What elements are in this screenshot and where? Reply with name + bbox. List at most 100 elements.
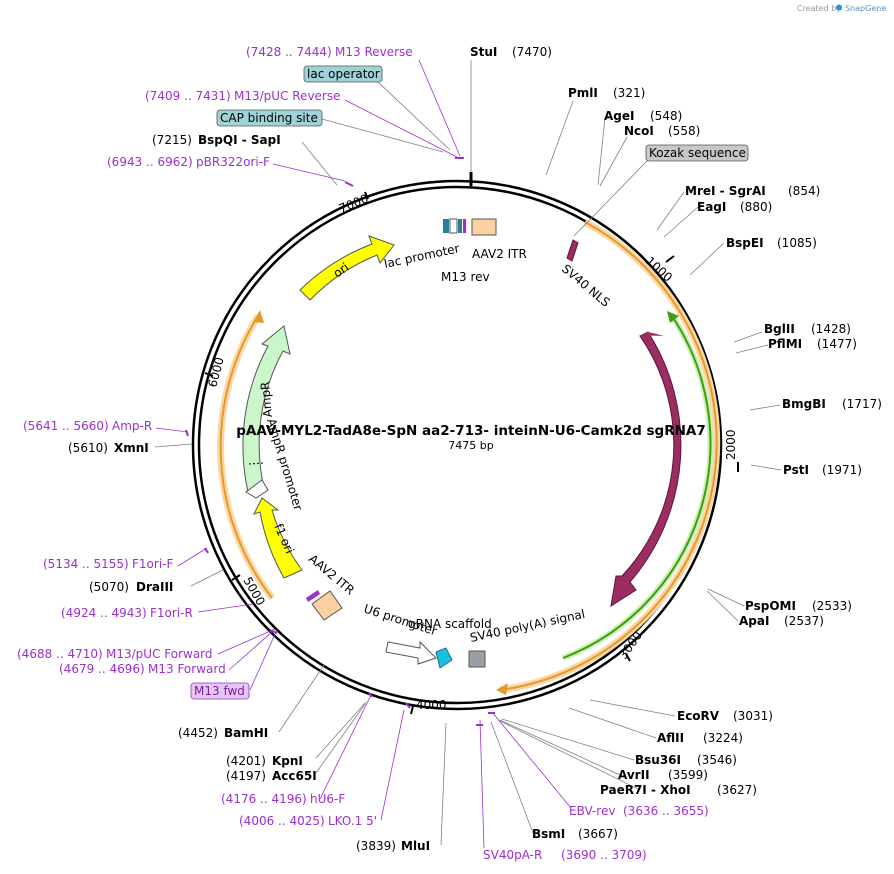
enzyme-bspei-pos: (1085) xyxy=(777,236,817,250)
plasmid-size: 7475 bp xyxy=(448,439,493,452)
m13-rev-block xyxy=(463,219,466,233)
sv40-polya-box xyxy=(468,650,486,668)
primer-sv40pa-r-range: (3690 .. 3709) xyxy=(561,848,647,862)
brand-text: SnapGene xyxy=(845,4,886,13)
lac-promoter-block xyxy=(449,218,458,234)
enzyme-pflmi: PflMI xyxy=(768,337,802,351)
enzyme-mlui-pos: (3839) xyxy=(356,839,396,853)
primer-pbr322ori-f-range: (6943 .. 6962) xyxy=(107,155,193,169)
enzyme-bsu36i: Bsu36I xyxy=(635,753,681,767)
primer-ebv-rev-range: (3636 .. 3655) xyxy=(623,804,709,818)
feature-leader-lines xyxy=(321,81,649,237)
m13-fwd-badge xyxy=(190,682,250,700)
enzyme-eagi: EagI xyxy=(697,200,726,214)
cas9-label: Cas9(N) xyxy=(679,441,701,491)
enzyme-aflii: AflII xyxy=(657,731,684,745)
enzyme-apai-pos: (2537) xyxy=(784,614,824,628)
enzyme-bsu36i-pos: (3546) xyxy=(697,753,737,767)
primer-hu6-f: hU6-F xyxy=(310,792,345,806)
primer-lko1: LKO.1 5' xyxy=(328,814,377,828)
enzyme-pspomi-pos: (2533) xyxy=(812,599,852,613)
enzyme-acc65i-pos: (4197) xyxy=(226,769,266,783)
enzyme-leader-lines xyxy=(154,60,782,846)
tick-label-7000: 7000 xyxy=(337,191,371,215)
enzyme-stui: StuI xyxy=(470,45,497,59)
primer-amp-r-range: (5641 .. 5660) xyxy=(23,419,109,433)
enzyme-bsmi: BsmI xyxy=(532,827,565,841)
enzyme-avrii-pos: (3599) xyxy=(668,768,708,782)
snapgene-logo-icon xyxy=(836,4,842,11)
green-arc xyxy=(562,315,712,659)
enzyme-xmni-pos: (5610) xyxy=(68,441,108,455)
enzyme-kpni: KpnI xyxy=(272,754,303,768)
enzyme-psti: PstI xyxy=(783,463,809,477)
grna-scaffold-arrow xyxy=(435,647,453,669)
aav2-itr-top-box xyxy=(471,218,497,236)
orange-arc-left xyxy=(219,315,273,599)
tick-label-6000: 6000 xyxy=(205,356,226,389)
enzyme-bmgbi: BmgBI xyxy=(782,397,826,411)
primer-m13puc-reverse-range: (7409 .. 7431) xyxy=(145,89,231,103)
m13-rev-label: M13 rev xyxy=(441,270,490,284)
enzyme-draiii-pos: (5070) xyxy=(89,580,129,594)
backbone-outer xyxy=(191,179,723,711)
enzyme-agei-pos: (548) xyxy=(650,109,682,123)
enzyme-pflmi-pos: (1477) xyxy=(817,337,857,351)
enzyme-avrii: AvrII xyxy=(618,768,650,782)
primer-f1ori-r: F1ori-R xyxy=(150,606,193,620)
aav2-itr-left-box xyxy=(311,590,343,621)
primer-markers xyxy=(185,157,495,726)
enzyme-kpni-pos: (4201) xyxy=(226,754,266,768)
tick-label-4000: 4000 xyxy=(416,698,447,712)
ampr-promoter-arrow xyxy=(245,479,269,499)
primer-lko1-range: (4006 .. 4025) xyxy=(239,814,325,828)
sv40-nls-arrow xyxy=(566,239,579,262)
enzyme-agei: AgeI xyxy=(604,109,634,123)
enzyme-aflii-pos: (3224) xyxy=(703,731,743,745)
primer-m13puc-forward-range: (4688 .. 4710) xyxy=(17,647,103,661)
lac-operator-badge xyxy=(303,65,383,83)
green-arc-arrowhead xyxy=(667,311,679,323)
primer-f1ori-r-range: (4924 .. 4943) xyxy=(61,606,147,620)
enzyme-mrei-sgrai-pos: (854) xyxy=(788,184,820,198)
enzyme-acc65i: Acc65I xyxy=(272,769,317,783)
enzyme-pspomi: PspOMI xyxy=(745,599,796,613)
primer-hu6-f-range: (4176 .. 4196) xyxy=(221,792,307,806)
aav2-itr-top-label: AAV2 ITR xyxy=(472,247,527,261)
primer-ebv-rev: EBV-rev xyxy=(569,804,615,818)
enzyme-psti-pos: (1971) xyxy=(822,463,862,477)
tick-label-2000: 2000 xyxy=(724,429,738,460)
primer-m13puc-forward: M13/pUC Forward xyxy=(106,647,213,661)
enzyme-bspei: BspEI xyxy=(726,236,764,250)
primer-f1ori-f: F1ori-F xyxy=(132,557,173,571)
enzyme-bglii-pos: (1428) xyxy=(811,322,851,336)
enzyme-pmli: PmlI xyxy=(568,86,598,100)
orange-arc-left-arrowhead xyxy=(253,310,264,323)
enzyme-ecorv: EcoRV xyxy=(677,709,720,723)
grna-scaffold-label: gRNA scaffold xyxy=(408,617,492,631)
enzyme-apai: ApaI xyxy=(739,614,769,628)
primer-m13-reverse-range: (7428 .. 7444) xyxy=(246,45,332,59)
lac-operator-label: lac operator xyxy=(307,67,380,81)
enzyme-bamhi: BamHI xyxy=(224,726,268,740)
enzyme-bglii: BglII xyxy=(764,322,795,336)
kozak-label: Kozak sequence xyxy=(649,146,746,160)
primer-m13-forward: M13 Forward xyxy=(148,662,226,676)
enzyme-xmni: XmnI xyxy=(114,441,149,455)
ampr-label: AmpR xyxy=(258,381,275,418)
cas9-arrow-top xyxy=(640,332,664,336)
u6-promoter-arrow xyxy=(385,640,437,665)
cap-site-block xyxy=(443,219,449,233)
enzyme-ncoi: NcoI xyxy=(624,124,654,138)
enzyme-bspqi-sapi: BspQI - SapI xyxy=(198,133,281,147)
primer-f1ori-f-range: (5134 .. 5155) xyxy=(43,557,129,571)
sv40-nls-label: SV40 NLS xyxy=(559,262,613,310)
enzyme-mlui: MluI xyxy=(401,839,430,853)
aav2-itr-left-label: AAV2 ITR xyxy=(306,552,357,598)
enzyme-bamhi-pos: (4452) xyxy=(178,726,218,740)
plasmid-title: pAAV-MYL2-TadA8e-SpN aa2-713- inteinN-U6… xyxy=(236,423,705,439)
enzyme-eagi-pos: (880) xyxy=(740,200,772,214)
primer-amp-r: Amp-R xyxy=(112,419,152,433)
lac-operator-block xyxy=(458,219,462,233)
